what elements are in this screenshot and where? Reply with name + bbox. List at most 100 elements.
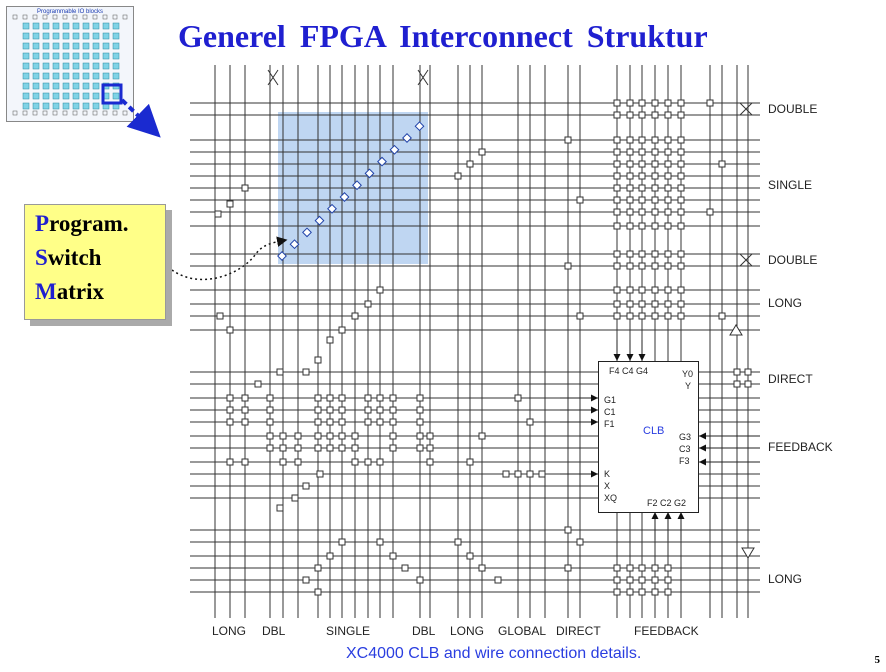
switch-box: [514, 394, 522, 402]
switch-box: [718, 160, 726, 168]
switch-box: [364, 418, 372, 426]
matrix-switch-dot: [314, 215, 325, 226]
callout-line-1: Program.: [35, 211, 129, 236]
switch-box: [564, 564, 572, 572]
clb-block: F4 C4 G4 F2 C2 G2 G1 C1 F1 K X XQ Y0 Y G…: [598, 361, 699, 513]
switch-box: [626, 262, 634, 270]
switch-box: [626, 286, 634, 294]
switch-box: [626, 184, 634, 192]
switch-box: [664, 172, 672, 180]
switch-box: [651, 576, 659, 584]
switch-box: [744, 368, 752, 376]
switch-box: [338, 444, 346, 452]
switch-box: [376, 406, 384, 414]
switch-box: [478, 432, 486, 440]
switch-box: [677, 196, 685, 204]
label-feedback: FEEDBACK: [768, 440, 833, 454]
switch-box: [664, 564, 672, 572]
switch-box: [613, 172, 621, 180]
switch-box: [314, 588, 322, 596]
switch-box: [216, 312, 224, 320]
switch-box: [638, 250, 646, 258]
switch-box: [613, 160, 621, 168]
bottom-label-global: GLOBAL: [498, 624, 547, 638]
switch-box: [613, 564, 621, 572]
switch-box: [664, 111, 672, 119]
switch-box: [733, 368, 741, 376]
switch-box: [564, 262, 572, 270]
switch-box: [626, 208, 634, 216]
switch-box: [416, 444, 424, 452]
switch-box: [564, 136, 572, 144]
switch-box: [677, 208, 685, 216]
switch-box: [214, 210, 222, 218]
switch-box: [651, 312, 659, 320]
switch-box: [651, 262, 659, 270]
switch-box: [677, 111, 685, 119]
matrix-switch-dot: [377, 156, 387, 167]
switch-box: [677, 172, 685, 180]
switch-box: [626, 576, 634, 584]
switch-box: [389, 418, 397, 426]
switch-box: [664, 262, 672, 270]
switch-box: [241, 184, 249, 192]
clb-pin-g3: G3: [679, 432, 692, 442]
switch-box: [364, 300, 372, 308]
switch-box: [638, 184, 646, 192]
matrix-switch-dot: [327, 203, 337, 214]
clb-top-pins: F4 C4 G4: [609, 366, 649, 376]
switch-box: [266, 406, 274, 414]
switch-box: [389, 394, 397, 402]
clb-pin-c3: C3: [679, 444, 691, 454]
switch-box: [651, 222, 659, 230]
switch-box: [613, 300, 621, 308]
switch-box: [626, 148, 634, 156]
switch-box: [613, 312, 621, 320]
switch-box: [314, 406, 322, 414]
switch-box: [651, 136, 659, 144]
switch-box: [664, 222, 672, 230]
switch-box: [389, 432, 397, 440]
switch-box: [613, 184, 621, 192]
switch-box: [302, 368, 310, 376]
switch-box: [706, 208, 714, 216]
thumbnail-label: Programmable IO blocks: [36, 9, 104, 15]
switch-box: [302, 576, 310, 584]
switch-box: [651, 300, 659, 308]
switch-box: [626, 312, 634, 320]
callout-line-3: Matrix: [35, 279, 104, 304]
switch-box: [279, 432, 287, 440]
matrix-switch-dot: [364, 168, 375, 179]
switch-box: [326, 336, 334, 344]
switch-box: [613, 208, 621, 216]
switch-box: [626, 300, 634, 308]
switch-box: [266, 394, 274, 402]
switch-box: [351, 432, 359, 440]
switch-box: [338, 394, 346, 402]
switch-box: [226, 394, 234, 402]
switch-box: [677, 300, 685, 308]
switch-box: [326, 394, 334, 402]
switch-box: [677, 99, 685, 107]
switch-box: [526, 418, 534, 426]
switch-box: [638, 172, 646, 180]
switch-box: [664, 588, 672, 596]
bottom-label-dbl-1: DBL: [262, 624, 286, 638]
switch-box: [276, 368, 284, 376]
matrix-switch-dot: [352, 180, 362, 191]
switch-box: [638, 300, 646, 308]
clb-pin-xq: XQ: [604, 493, 618, 503]
switch-box: [677, 160, 685, 168]
switch-box: [638, 262, 646, 270]
zoom-arrow: [120, 98, 161, 138]
switch-box: [416, 394, 424, 402]
switch-box: [226, 406, 234, 414]
switch-box: [538, 470, 546, 478]
switch-box: [502, 470, 510, 478]
switch-box: [664, 286, 672, 294]
switch-box: [677, 222, 685, 230]
switch-box: [314, 444, 322, 452]
switch-box: [651, 588, 659, 596]
switch-box: [326, 432, 334, 440]
